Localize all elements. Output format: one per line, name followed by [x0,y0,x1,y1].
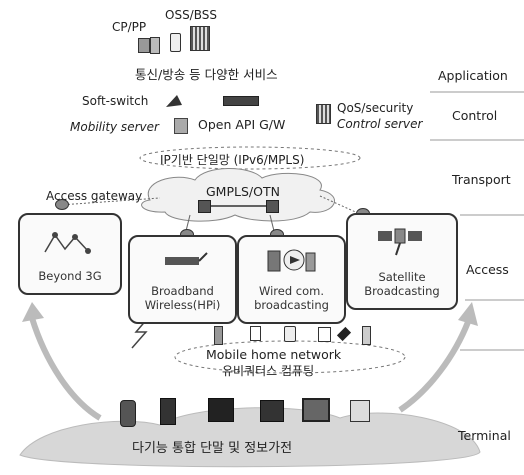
oss-bss-label: OSS/BSS [165,8,217,22]
access-box-label: Wired com.broadcasting [254,284,329,312]
soft-switch-icon [166,95,182,107]
broadcast-equipment-icon [267,249,316,272]
terminal-caption: 다기능 통합 단말 및 정보가전 [132,441,293,456]
qos-label-line2: Control server [337,117,423,131]
home-network-label: Mobile home network [206,347,342,362]
layer-terminal: Terminal [458,428,511,443]
layer-control: Control [452,108,498,123]
home-device-6-icon [362,326,371,345]
open-api-device-icon [223,96,259,106]
open-api-label: Open API G/W [198,117,286,132]
ip-network-label: IP기반 단일망 (IPv6/MPLS) [160,153,305,167]
mobility-server-icon [174,118,188,134]
cellular-network-icon [44,232,91,254]
home-device-4-icon [318,327,331,342]
access-box-wired-broadcasting: Wired com.broadcasting [237,235,346,324]
gateway-link-left [59,197,161,206]
terminal-appliance-icon [350,400,370,422]
wireless-bolt-icon [131,317,149,349]
satellite-icon [378,228,422,256]
otn-node-right-icon [266,200,279,213]
home-device-2-icon [250,326,261,341]
ip-network-ellipse [139,146,361,170]
home-device-3-icon [284,326,296,342]
arrow-left-head [22,302,44,322]
ubiquitous-label: 유비쿼터스 컴퓨팅 [222,364,315,378]
cp-server-icon [138,38,150,53]
terminal-monitor-icon [260,400,284,422]
access-box-beyond-3g: Beyond 3G [18,213,122,295]
wireless-device-icon [165,252,208,265]
oss-server-icon [170,33,181,52]
qos-label-line1: QoS/security [337,101,414,115]
pp-server-icon [150,37,160,54]
arrow-right-head [458,302,478,326]
gateway-link-right [319,195,361,215]
gmpls-cloud [141,168,335,222]
gateway-router-1-icon [55,199,69,210]
layer-access: Access [466,262,509,277]
terminal-pda-icon [160,398,176,425]
gmpls-label: GMPLS/OTN [206,184,280,199]
terminal-display-icon [302,398,330,422]
cp-pp-label: CP/PP [112,20,147,34]
bss-rack-icon [190,26,210,51]
mobility-server-label: Mobility server [70,120,159,134]
terminal-tv-icon [208,398,234,422]
soft-switch-label: Soft-switch [82,94,149,108]
access-gateway-label: Access gateway [46,189,143,203]
arrow-left-curve [29,317,102,421]
arrow-right-curve [398,320,471,413]
access-box-label: Beyond 3G [38,269,102,283]
home-device-1-icon [214,326,223,345]
layer-transport: Transport [452,172,511,187]
qos-server-icon [316,104,331,124]
layer-application: Application [438,68,508,83]
otn-node-left-icon [198,200,211,213]
services-label: 통신/방송 등 다양한 서비스 [135,67,278,82]
terminal-phone-icon [120,400,136,427]
